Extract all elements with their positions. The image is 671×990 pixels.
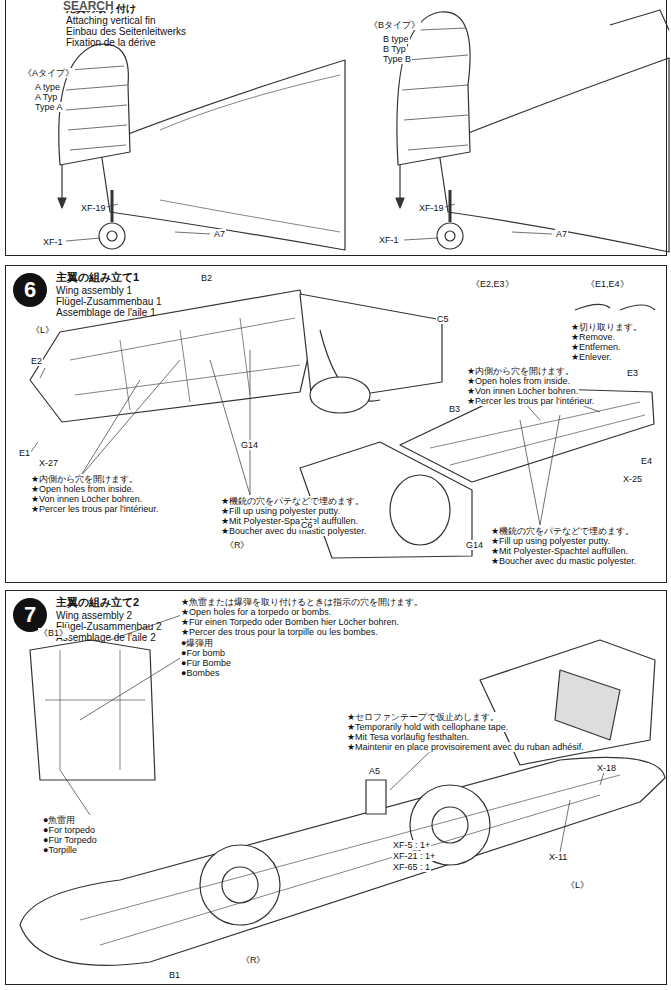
instruction-note: ★Remove. <box>570 332 616 342</box>
part-label: B1 <box>168 970 181 980</box>
step-heading: 主翼の組み立て1 <box>56 272 139 283</box>
instruction-note: ★機銃の穴をパテなどで埋めます。 <box>490 526 635 536</box>
instruction-note: ★魚雷または爆弾を取り付けるときは指示の穴を開けます。 <box>180 597 424 607</box>
variant-label: 《L》 <box>30 325 55 335</box>
instruction-note: ●Bombes <box>180 668 220 678</box>
paint-code: XF-19 <box>80 203 107 213</box>
part-label: C6 <box>300 520 314 530</box>
part-label: A type <box>34 82 61 92</box>
instruction-note: ★Fill up using polyester putty. <box>490 536 611 546</box>
instruction-note: ★Boucher avec du mastic polyester. <box>220 526 367 536</box>
step-heading-translation: Einbau des Seitenleitwerks <box>66 26 186 37</box>
instruction-note: ★内側から穴を開けます。 <box>466 366 575 376</box>
variant-label: 《B1》 <box>38 628 69 638</box>
part-label: G14 <box>465 540 484 550</box>
instruction-note: ●Für Torpedo <box>42 835 98 845</box>
variant-label: 《Bタイプ》 <box>368 20 421 30</box>
part-label: B Typ <box>382 44 407 54</box>
step-number-text: 6 <box>24 277 36 303</box>
instruction-note: ★セロファンテープで仮止めします。 <box>346 712 500 722</box>
step-heading-translation: Wing assembly 1 <box>56 285 132 296</box>
instruction-note: ★Enlever. <box>570 352 613 362</box>
step-heading-translation: Fixation de la dérive <box>66 37 156 48</box>
instruction-note: ★Entfernen. <box>570 342 622 352</box>
part-label: A5 <box>368 766 381 776</box>
paint-code: X-11 <box>548 852 568 862</box>
watermark: SEARCH <box>62 1 115 11</box>
step-heading-translation: Flügel-Zusammenbau 2 <box>56 621 162 632</box>
step-number: 6 <box>13 273 47 307</box>
instruction-note: ★Maintenir en place provisoirement avec … <box>346 742 585 752</box>
part-label: G14 <box>240 440 259 450</box>
instruction-note: ●爆弾用 <box>180 638 214 648</box>
paint-code: XF-1 <box>42 237 64 247</box>
step-number: 7 <box>13 598 47 632</box>
part-label: B type <box>382 34 410 44</box>
instruction-note: ★Für einen Torpedo oder Bomben hier Löch… <box>180 617 400 627</box>
part-label: E2 <box>30 356 43 366</box>
part-label: A7 <box>213 229 226 239</box>
paint-code: XF-65 : 1 <box>392 862 431 872</box>
paint-code: XF-19 <box>418 203 445 213</box>
paint-code: XF-1 <box>378 235 400 245</box>
step-panel: 主翼の組み立て2Wing assembly 2Flügel-Zusammenba… <box>5 590 667 985</box>
instruction-note: ★Open holes from inside. <box>466 376 571 386</box>
instruction-note: ★Temporarily hold with cellophane tape. <box>346 722 509 732</box>
instruction-note: ●For bomb <box>180 648 226 658</box>
instruction-note: ●魚雷用 <box>42 815 76 825</box>
part-label: E4 <box>640 456 653 466</box>
instruction-note: ★Percer des trous pour la torpille ou le… <box>180 627 379 637</box>
part-label: E1 <box>18 448 31 458</box>
part-label: A Typ <box>34 92 58 102</box>
instruction-note: ★Fill up using polyester putty. <box>220 506 341 516</box>
instruction-note: ★Mit Tesa vorläufig festhalten. <box>346 732 470 742</box>
paint-code: X-25 <box>622 474 643 484</box>
paint-code: XF-5 : 1+ <box>392 840 431 850</box>
instruction-note: ★Von innen Löcher bohren. <box>30 494 143 504</box>
step-number-text: 7 <box>24 602 36 628</box>
instruction-note: ★Open holes from inside. <box>30 484 135 494</box>
instruction-note: ★Open holes for a torpedo or bombs. <box>180 607 332 617</box>
step-heading-translation: Attaching vertical fin <box>66 15 156 26</box>
variant-label: 《Aタイプ》 <box>22 68 75 78</box>
step-panel: 尾翼の取り付けAttaching vertical finEinbau des … <box>5 0 667 256</box>
step-heading-translation: Wing assembly 2 <box>56 610 132 621</box>
instruction-note: ★Percer les trous par l'intérieur. <box>466 396 595 406</box>
variant-label: 《R》 <box>224 540 251 550</box>
instruction-note: ●Für Bombe <box>180 658 232 668</box>
instruction-note: ★機銃の穴をパテなどで埋めます。 <box>220 496 365 506</box>
instruction-note: ●Torpille <box>42 845 78 855</box>
step-heading: 主翼の組み立て2 <box>56 597 139 608</box>
part-label: B3 <box>448 404 461 414</box>
part-label: B2 <box>200 273 213 283</box>
variant-label: 《E1,E4》 <box>585 279 630 289</box>
paint-code: X-18 <box>596 763 617 773</box>
variant-label: 《L》 <box>565 880 590 890</box>
paint-code: X-27 <box>38 458 59 468</box>
step-heading-translation: Assemblage de l'aile 2 <box>56 632 156 643</box>
step-heading-translation: Assemblage de l'aile 1 <box>56 307 156 318</box>
variant-label: 《E2,E3》 <box>470 279 515 289</box>
part-label: C5 <box>436 314 450 324</box>
paint-code: XF-21 : 1+ <box>392 851 436 861</box>
instruction-note: ★Mit Polyester-Spachtel auffüllen. <box>220 516 359 526</box>
instruction-note: ★内側から穴を開けます。 <box>30 474 139 484</box>
instruction-note: ●For torpedo <box>42 825 96 835</box>
part-label: Type A <box>34 102 64 112</box>
step-heading-translation: Flügel-Zusammenbau 1 <box>56 296 162 307</box>
instruction-note: ★Percer les trous par l'intérieur. <box>30 504 159 514</box>
instruction-note: ★切り取ります。 <box>570 322 643 332</box>
part-label: Type B <box>382 54 412 64</box>
instruction-note: ★Mit Polyester-Spachtel auffüllen. <box>490 546 629 556</box>
part-label: E3 <box>626 368 639 378</box>
variant-label: 《R》 <box>240 955 267 965</box>
instruction-note: ★Von innen Löcher bohren. <box>466 386 579 396</box>
part-label: A7 <box>555 229 568 239</box>
instruction-note: ★Boucher avec du mastic polyester. <box>490 556 637 566</box>
